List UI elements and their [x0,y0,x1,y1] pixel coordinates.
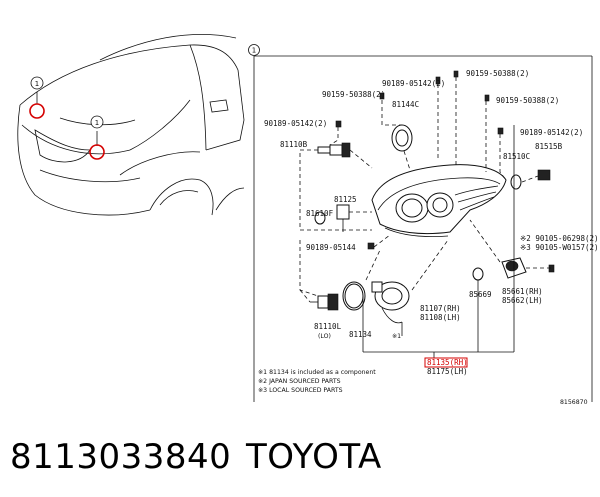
diagram-code: 8156870 [560,399,588,406]
part-labels: 90159-50388(2) 90189-05142(2) 90159-5038… [264,69,599,376]
label-81110l-sub: (LO) [318,333,331,340]
note-1: ※1 81134 is included as a component [258,369,376,376]
caption: 8113033840 TOYOTA [10,437,382,477]
label-81135: 81135(RH) [427,358,468,367]
frame-callout-label: 1 [252,47,256,55]
label-81510c: 81510C [503,152,530,161]
label-90189-05144: 90189-05144 [306,243,356,252]
caption-part-number: 8113033840 [10,437,231,477]
frame-callout-marker [248,44,260,56]
highlight-81135 [424,357,468,368]
caption-brand: TOYOTA [245,437,382,477]
headlamp-assembly [371,164,507,238]
label-81110l: 81110L [314,322,342,331]
label-81175: 81175(LH) [427,367,468,376]
label-81144c: 81144C [392,100,419,109]
label-81125: 81125 [334,195,357,204]
leader-lines [299,77,551,358]
label-90189-05142-c: 90189-05142(2) [520,128,583,137]
label-81134-ref: ※1 [392,333,401,340]
label-90159-50388-a: 90159-50388(2) [466,69,529,78]
callout-ring-left [29,103,45,119]
car-illustration: 1 1 [17,34,245,216]
label-85662: 85662(LH) [502,296,543,305]
label-90189-05142-a: 90189-05142(2) [382,79,445,88]
label-90159-50388-c: 90159-50388(2) [496,96,559,105]
small-parts [310,70,555,324]
callout-label-a: 1 [35,80,39,88]
callout-ring-right [89,144,105,160]
note-3: ※3 LOCAL SOURCED PARTS [258,387,343,394]
label-81110b: 81110B [280,140,308,149]
label-90189-05142-b: 90189-05142(2) [264,119,327,128]
label-81610f: 81610F [306,209,334,218]
label-81108: 81108(LH) [420,313,461,322]
label-90159-50388-b: 90159-50388(2) [322,90,385,99]
callout-marker-a [30,76,44,90]
label-85661: 85661(RH) [502,287,543,296]
label-90105-06298: ※2 90105-06298(2) [520,234,599,243]
label-81107: 81107(RH) [420,304,461,313]
label-90105-w0157: ※3 90105-W0157(2) [520,243,599,252]
callout-marker-b [90,115,104,129]
callout-label-b: 1 [95,119,99,127]
parts-frame: 1 [248,44,593,402]
label-85669: 85669 [469,290,492,299]
footnotes: ※1 81134 is included as a component ※2 J… [258,369,588,406]
label-81515b: 81515B [535,142,563,151]
note-2: ※2 JAPAN SOURCED PARTS [258,378,341,385]
label-81134: 81134 [349,330,372,339]
